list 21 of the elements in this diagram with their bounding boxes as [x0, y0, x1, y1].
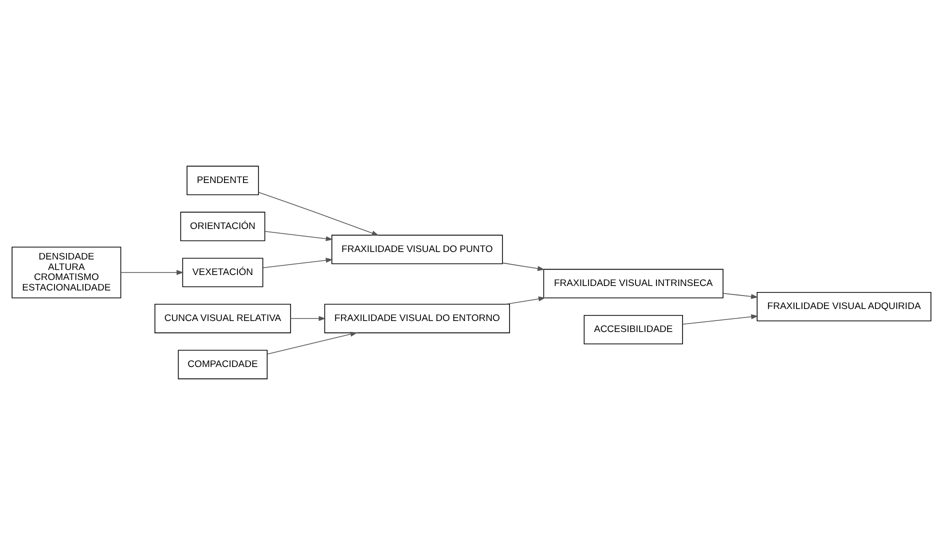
- node-box: FRAXILIDADE VISUAL INTRINSECA: [543, 268, 724, 298]
- arrow: [120, 270, 184, 275]
- arrow: [502, 262, 545, 271]
- node-box: FRAXILIDADE VISUAL DO PUNTO: [331, 234, 503, 264]
- node-box: ORIENTACIÓN: [180, 212, 266, 242]
- arrow: [722, 293, 758, 299]
- node-box: VEXETACIÓN: [182, 258, 264, 288]
- arrow: [505, 296, 546, 305]
- node-box: FRAXILIDADE VISUAL DO ENTORNO: [324, 304, 510, 334]
- node-box: FRAXILIDADE VISUAL ADQUIRIDA: [756, 292, 932, 322]
- arrow: [266, 332, 358, 354]
- node-box: PENDENTE: [186, 166, 259, 196]
- node-box: ACCESIBILIDADE: [584, 314, 683, 344]
- arrow: [258, 192, 380, 236]
- arrow: [264, 231, 334, 242]
- node-box: CUNCA VISUAL RELATIVA: [154, 304, 291, 334]
- arrow: [290, 316, 326, 322]
- arrow: [262, 258, 333, 268]
- arrow: [682, 314, 758, 325]
- node-box: COMPACIDADE: [178, 350, 268, 380]
- node-box: DENSIDADE ALTURA CROMATISMO ESTACIONALIDADE: [12, 246, 122, 298]
